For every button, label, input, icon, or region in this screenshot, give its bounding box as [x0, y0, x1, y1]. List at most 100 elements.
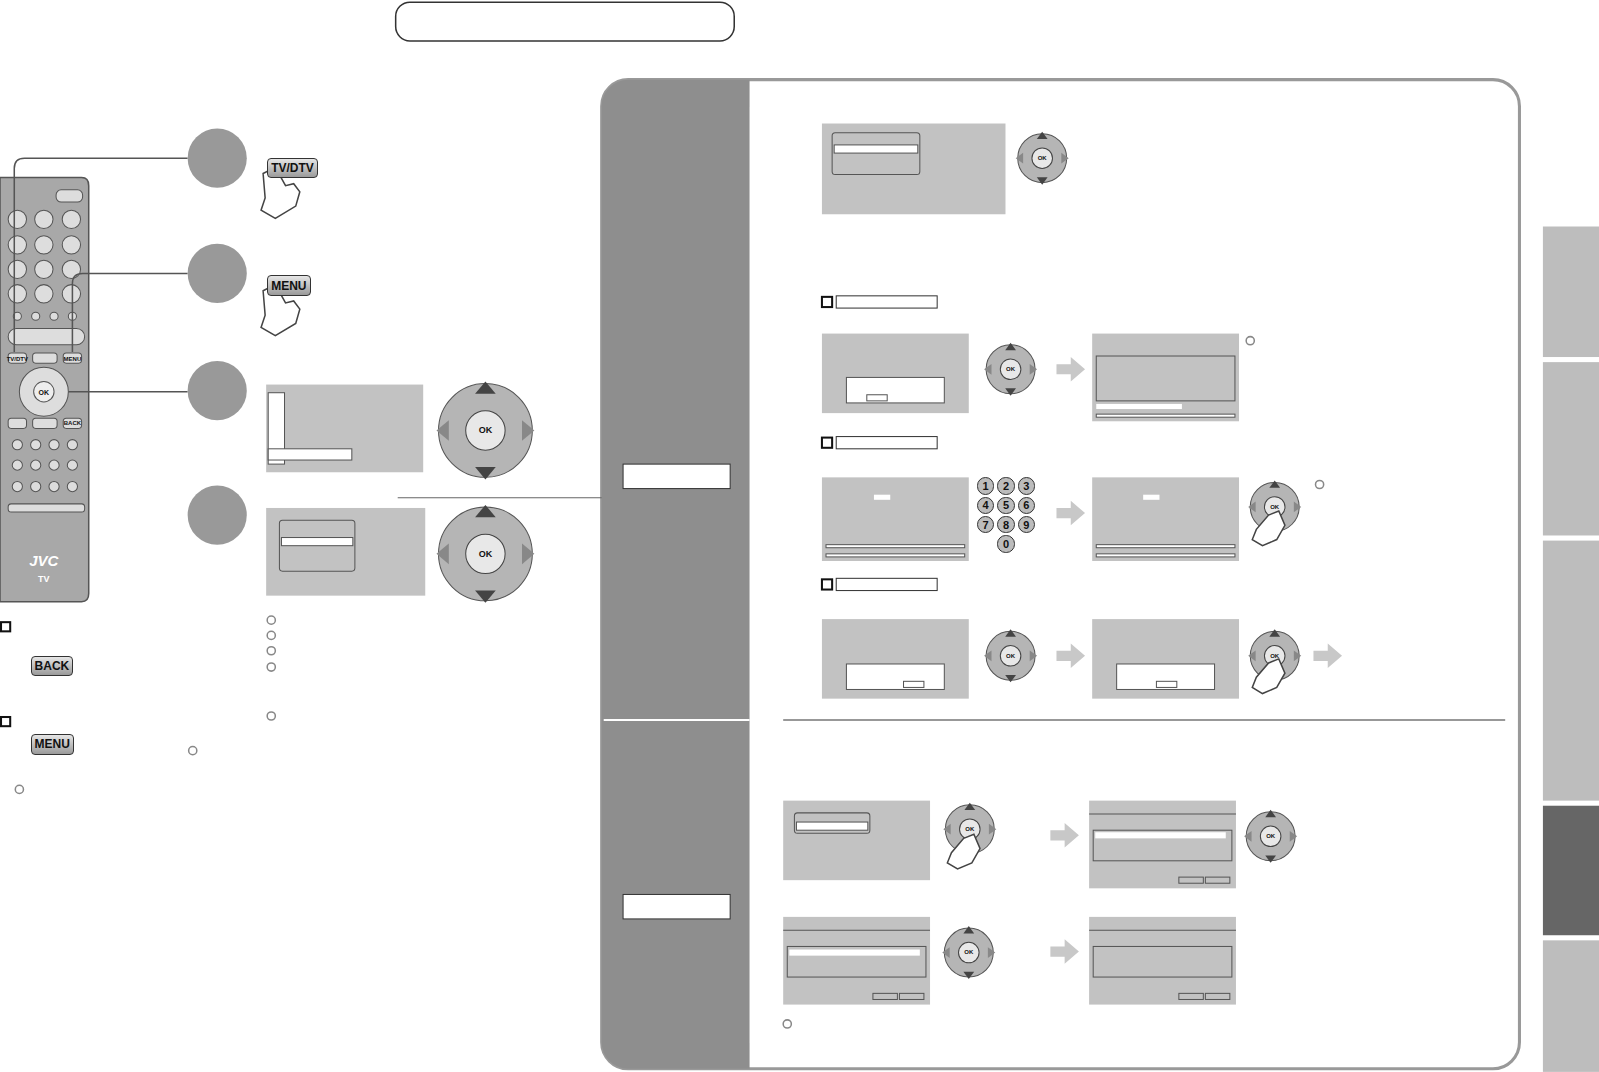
dial-arrow	[989, 824, 996, 835]
tab	[1543, 541, 1599, 801]
leader-line	[14, 158, 187, 392]
button-label: BACK	[64, 420, 81, 426]
note-bullet	[15, 337, 1323, 1028]
dial-arrow	[1269, 629, 1280, 636]
dial-arrow	[475, 467, 496, 479]
dial-arrow	[963, 972, 974, 979]
dial-arrow	[988, 947, 995, 958]
remote-button: MENU	[31, 734, 74, 754]
side-label-box	[623, 894, 730, 918]
dial-arrow	[1005, 388, 1016, 395]
dial-arrow	[1294, 650, 1301, 661]
button-label: OK	[1006, 366, 1015, 372]
dial-arrow	[522, 420, 534, 441]
dial-arrow	[1248, 650, 1255, 661]
button-label: OK	[1006, 653, 1015, 659]
dial-arrow	[1030, 364, 1037, 375]
dial-arrow	[1269, 480, 1280, 487]
dial-ring	[944, 928, 993, 977]
button-label: 9	[1023, 519, 1029, 531]
dial-arrow	[1248, 502, 1255, 513]
dial-arrow	[475, 382, 496, 394]
number-key: 4	[977, 497, 994, 514]
dial-arrow	[984, 364, 991, 375]
ok-button	[1260, 826, 1281, 847]
button-label: OK	[964, 949, 973, 955]
remote-power	[56, 190, 83, 202]
dial-arrow	[475, 505, 496, 517]
leader-line	[398, 497, 602, 498]
button-label: OK	[1266, 833, 1275, 839]
dial-arrow	[943, 824, 950, 835]
button-label: OK	[1270, 653, 1279, 659]
pressing-hand	[261, 167, 1285, 869]
dial-arrow	[475, 590, 496, 602]
number-key: 5	[997, 497, 1014, 514]
tab	[1543, 226, 1599, 357]
dial-arrow	[1265, 810, 1276, 817]
remote-button: TV/DTV	[267, 158, 318, 178]
ok-button	[1000, 646, 1021, 667]
header-box	[396, 2, 735, 41]
remote-body	[0, 178, 89, 602]
dial-ring	[986, 631, 1035, 680]
button-label: 2	[1003, 480, 1009, 492]
ok-button	[466, 411, 505, 450]
section-header-bar	[836, 296, 937, 591]
button-label: MENU	[64, 356, 82, 362]
dial-arrow	[1030, 650, 1037, 661]
button-label: OK	[1038, 155, 1047, 161]
button-label: 8	[1003, 519, 1009, 531]
step-circle	[188, 129, 247, 545]
button-label: 1	[983, 480, 989, 492]
button-label: 6	[1023, 499, 1029, 511]
remote-button: MENU	[267, 275, 310, 295]
dial-arrow	[1061, 153, 1068, 164]
dial-ring	[986, 345, 1035, 394]
dial-ring	[439, 384, 533, 478]
dial-arrow	[1244, 831, 1251, 842]
brand-logo: JVC	[29, 551, 58, 568]
divider	[604, 719, 750, 721]
number-key: 8	[997, 516, 1014, 533]
dial-arrow	[522, 544, 534, 565]
dial-ring	[1018, 134, 1067, 183]
button-label: TV/DTV	[271, 161, 314, 175]
dial-arrow	[1016, 153, 1023, 164]
button-label: TV/DTV	[7, 356, 28, 362]
number-key: 0	[997, 535, 1014, 552]
dial-arrow	[436, 544, 448, 565]
button-label: OK	[479, 549, 493, 559]
button-label: 7	[983, 519, 989, 531]
model-label: TV	[38, 574, 50, 584]
button-label: OK	[39, 388, 50, 395]
dial-arrow	[1037, 132, 1048, 139]
number-key: 6	[1018, 497, 1035, 514]
number-key: 1	[977, 477, 994, 494]
dial-arrow	[1265, 855, 1276, 862]
tab	[1543, 806, 1599, 936]
ok-button	[466, 534, 505, 573]
dial-arrow	[984, 650, 991, 661]
ok-button	[959, 942, 980, 963]
button-label: 5	[1003, 499, 1009, 511]
dial-arrow	[1037, 177, 1048, 184]
button-label: 0	[1003, 538, 1009, 550]
dial-arrow	[1290, 831, 1297, 842]
number-key: 2	[997, 477, 1014, 494]
button-label: BACK	[35, 659, 70, 673]
button-label: OK	[965, 826, 974, 832]
flow-arrow	[1050, 357, 1342, 964]
button-label: 4	[983, 499, 989, 511]
dial-arrow	[1005, 629, 1016, 636]
side-label-box	[623, 464, 730, 488]
ok-button	[1032, 148, 1053, 169]
dial-arrow	[942, 947, 949, 958]
button-label: MENU	[35, 737, 70, 751]
dial-arrow	[1005, 343, 1016, 350]
button-label: OK	[1270, 504, 1279, 510]
dial-ring	[439, 507, 533, 601]
side-column	[602, 80, 750, 1069]
dial-group	[436, 132, 1301, 979]
